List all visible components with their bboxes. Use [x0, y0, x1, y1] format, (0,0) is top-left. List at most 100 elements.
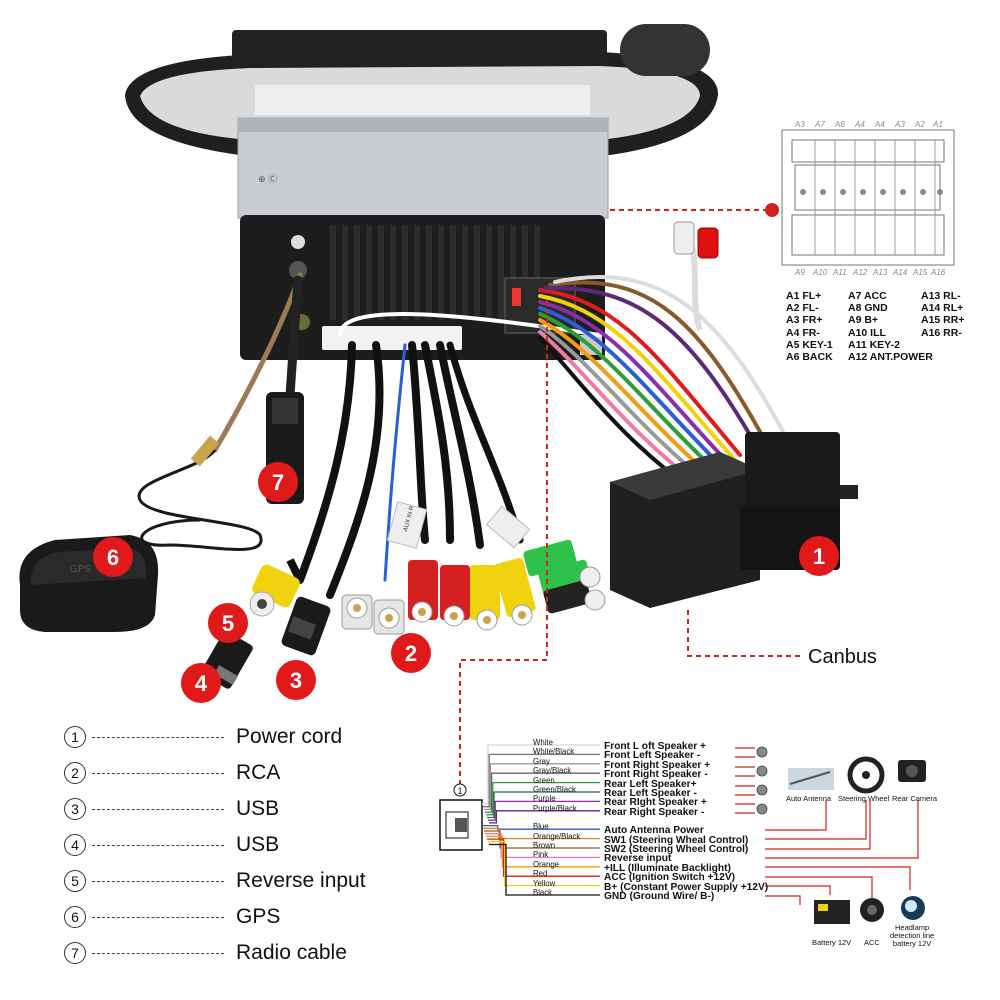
- wire-function: Rear Left Speaker -: [604, 788, 697, 800]
- legend-number: 3: [64, 798, 86, 820]
- wire-color: Green: [533, 775, 555, 785]
- legend-number: 2: [64, 762, 86, 784]
- wire-function: Reverse input: [604, 853, 672, 865]
- wire-line: [488, 841, 600, 887]
- wire-line: [483, 753, 600, 808]
- reverse-input-plug: [249, 558, 304, 617]
- legend-label: Radio cable: [236, 941, 347, 964]
- callout-6: 6: [93, 537, 133, 577]
- wire-color: Red: [533, 869, 548, 879]
- svg-text:3: 3: [290, 668, 302, 693]
- wire-function: B+ (Constant Power Supply +12V): [604, 881, 769, 893]
- svg-text:⊕ Ⓒ: ⊕ Ⓒ: [258, 174, 277, 184]
- pin-label: A10: [812, 268, 828, 277]
- wire-function: GND (Ground Wire/ B-): [604, 891, 715, 903]
- wire-function: Front Right Speaker +: [604, 759, 711, 771]
- wire-color: Green/Black: [533, 785, 576, 795]
- pin-col-3: A13 RL- A14 RL+ A15 RR+ A16 RR-: [921, 290, 964, 339]
- pin-entry: A6 BACK: [786, 351, 833, 364]
- auto-antenna-label: Auto Antenna: [786, 794, 832, 803]
- wire-color: Orange/Black: [533, 831, 581, 841]
- legend-number: 7: [64, 942, 86, 964]
- legend-label: USB: [236, 797, 280, 820]
- svg-text:4: 4: [195, 671, 208, 696]
- wire-line: [486, 835, 600, 868]
- wire-line: [486, 781, 600, 816]
- wire-paths: [482, 744, 600, 896]
- pin-label: A1: [932, 120, 943, 129]
- metal-chassis: ⊕ Ⓒ: [237, 117, 609, 219]
- wire-color: Orange: [533, 859, 560, 869]
- wire-function: Front Right Speaker -: [604, 769, 708, 781]
- legend-label: Reverse input: [236, 869, 366, 892]
- legend-number: 1: [64, 726, 86, 748]
- legend-row: 7 Radio cable: [64, 938, 347, 968]
- pin-label: A16: [930, 268, 946, 277]
- wire-color: White/Black: [533, 747, 575, 757]
- wire-function: Rear Left Speaker+: [604, 778, 697, 790]
- legend-number: 5: [64, 870, 86, 892]
- callout-7: 7: [258, 462, 298, 502]
- pin-entry: A1 FL+: [786, 290, 822, 302]
- callout-3: 3: [276, 660, 316, 700]
- pin-label: A9: [794, 268, 805, 277]
- legend-row: 1 Power cord: [64, 722, 342, 752]
- wire-function: Rear Right Speaker -: [604, 806, 705, 818]
- pin-diagram-marker: [765, 203, 779, 217]
- callout-2: 2: [391, 633, 431, 673]
- pin-entry: A4 FR-: [786, 326, 820, 339]
- pin-entry: A12 ANT.POWER: [848, 351, 933, 364]
- wire-line: [489, 810, 600, 824]
- steering-wheel-icon: [847, 756, 885, 794]
- acc-label: ACC: [864, 938, 880, 947]
- pin-label: A2: [914, 120, 925, 129]
- pin-entry: A8 GND: [848, 302, 888, 315]
- wire-line: [488, 800, 600, 821]
- legend-dash: [92, 880, 224, 882]
- wire-function: ACC (Ignition Switch +12V): [604, 872, 736, 884]
- legend-dash: [92, 772, 224, 774]
- gps-antenna: GPS: [19, 435, 263, 632]
- wire-color: Purple: [533, 794, 556, 804]
- legend-row: 3 USB: [64, 794, 279, 824]
- pin-label: A3: [894, 120, 905, 129]
- pin-col-1: A1 FL+ A2 FL- A3 FR+ A4 FR- A5 KEY-1 A6 …: [786, 290, 833, 363]
- wire-line: [487, 791, 600, 819]
- pin-col-2: A7 ACC A8 GND A9 B+ A10 ILL A11 KEY-2 A1…: [848, 290, 933, 363]
- callout-5: 5: [208, 603, 248, 643]
- legend-row: 5 Reverse input: [64, 866, 366, 896]
- legend-row: 4 USB: [64, 830, 279, 860]
- pin-entry: A15 RR+: [921, 314, 965, 327]
- svg-text:5: 5: [222, 611, 234, 636]
- power-connector: [740, 432, 858, 570]
- legend-dash: [92, 916, 224, 918]
- pin-entry: A3 FR+: [786, 314, 823, 327]
- svg-text:6: 6: [107, 545, 119, 570]
- battery-label: Battery 12V: [812, 938, 852, 947]
- wire-function: SW1 (Steering Wheal Control): [604, 834, 749, 846]
- wire-function: Front L oft Speaker +: [604, 741, 706, 752]
- wire-line: [485, 772, 600, 813]
- svg-text:1: 1: [813, 544, 825, 569]
- svg-text:2: 2: [405, 641, 417, 666]
- leader-lines: [459, 209, 800, 790]
- legend-label: Power cord: [236, 725, 343, 748]
- legend-row: 2 RCA: [64, 758, 280, 788]
- pin-label: A4: [854, 120, 865, 129]
- wire-color: White: [533, 738, 553, 747]
- pin-entry: A2 FL-: [786, 302, 819, 315]
- legend-number: 6: [64, 906, 86, 928]
- wire-function: SW2 (Steering Wheel Control): [604, 844, 749, 856]
- canbus-box: [610, 452, 760, 608]
- pin-label: A7: [814, 120, 825, 129]
- pin-entry: A10 ILL: [848, 326, 886, 339]
- legend-label: RCA: [236, 761, 281, 784]
- wire-line: [485, 833, 600, 859]
- top-rca-plugs: [673, 221, 719, 331]
- headlamp-label-line: detection line: [890, 931, 935, 940]
- wire-line: [484, 763, 600, 811]
- pin-label: A11: [832, 268, 847, 277]
- wire-bundle: [538, 275, 792, 497]
- wire-color: Purple/Black: [533, 803, 577, 813]
